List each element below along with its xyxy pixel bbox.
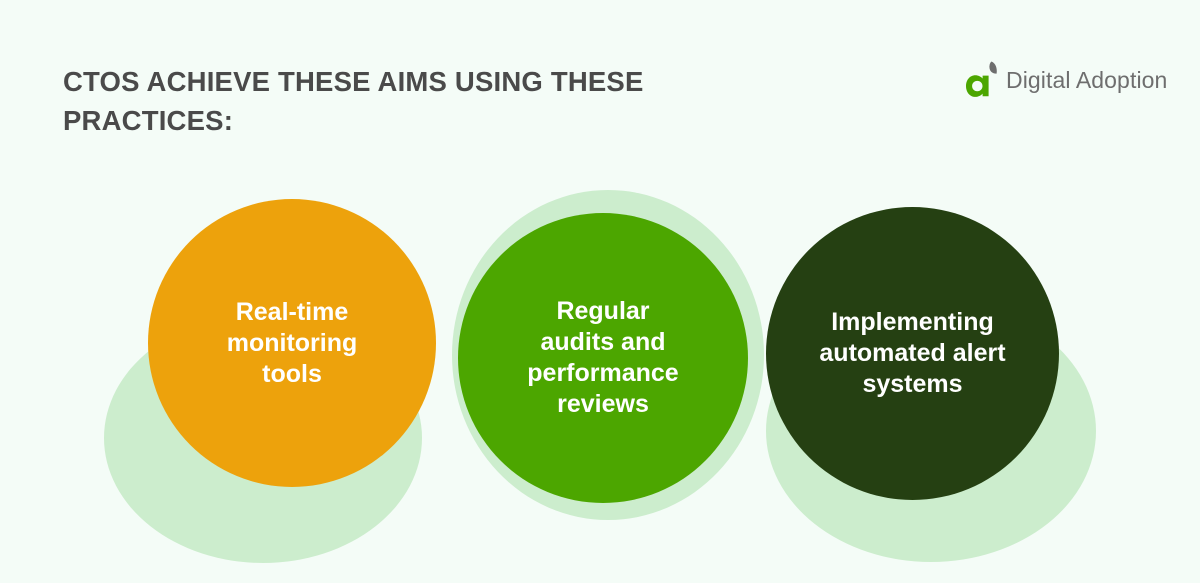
- practice-circle-implementing-automated-alert-systems: Implementing automated alert systems: [766, 207, 1059, 500]
- practice-label: Real-time monitoring tools: [226, 297, 358, 388]
- digital-adoption-logo-mark-icon: [966, 61, 997, 97]
- practice-circle-regular-audits-and-performance-reviews: Regular audits and performance reviews: [458, 213, 748, 503]
- page-title: CTOS achieve these aims using these prac…: [63, 66, 644, 136]
- practice-label: Regular audits and performance reviews: [527, 297, 679, 418]
- practice-label: Implementing automated alert systems: [819, 308, 1006, 398]
- brand-logo: Digital Adoption: [966, 60, 1167, 100]
- practice-circle-real-time-monitoring-tools: Real-time monitoring tools: [148, 199, 436, 487]
- logo-text: Digital Adoption: [1006, 66, 1168, 93]
